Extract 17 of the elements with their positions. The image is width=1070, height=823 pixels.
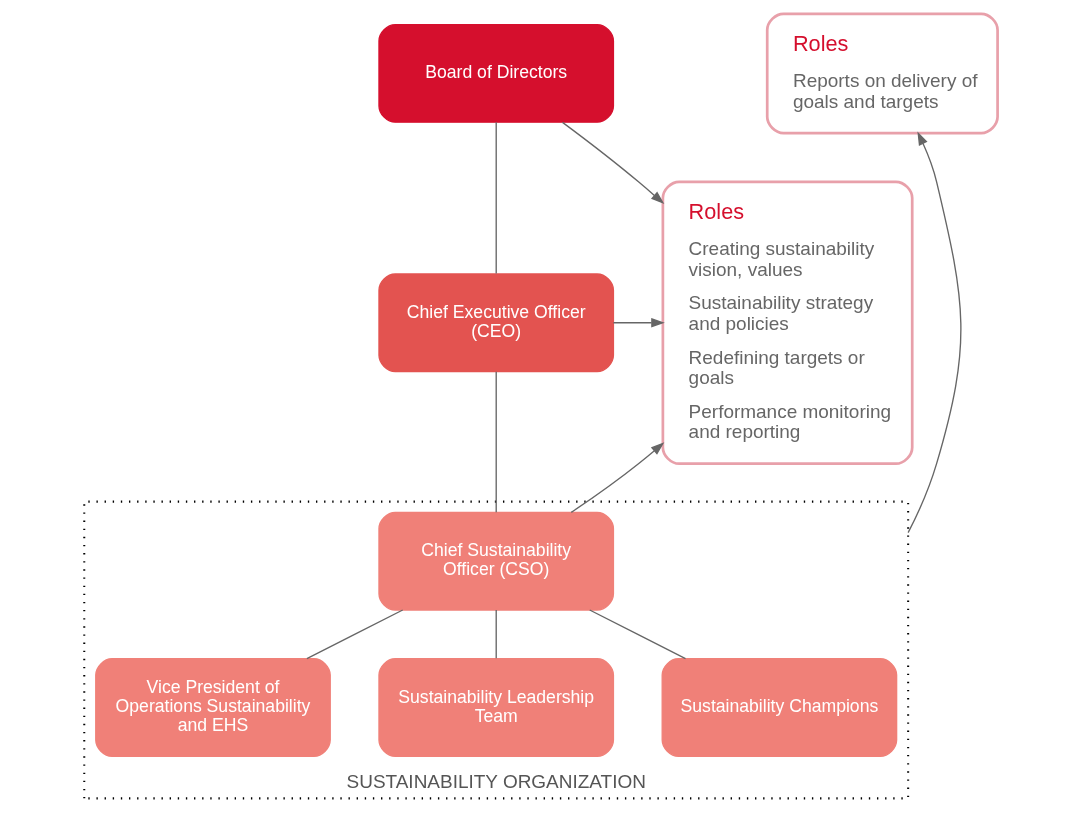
connector: [495, 121, 497, 275]
node-box: Sustainability Leadership Team: [377, 658, 614, 758]
node-box: Vice President of Operations Sustainability and EHS: [94, 658, 331, 758]
arrow: [906, 131, 961, 534]
node-box: Board of Directors: [377, 23, 614, 123]
node-box: Chief Sustainability Officer (CSO): [377, 511, 614, 611]
connector: [305, 609, 403, 660]
node-box: Roles Reports on delivery of goals and targets: [765, 12, 999, 135]
node-box: Chief Executive Officer (CEO): [377, 273, 614, 373]
connector: [588, 609, 686, 660]
connector: [495, 609, 497, 660]
arrow: [561, 121, 664, 205]
connector: [495, 371, 497, 513]
node-box: Roles Creating sustainability vision, values Sustainability strategy and policies Redefining targets or goals Performance monitoring and reporting: [661, 180, 914, 466]
node-box: Sustainability Champions: [661, 658, 897, 758]
arrow: [612, 318, 665, 328]
arrow: [570, 442, 664, 513]
